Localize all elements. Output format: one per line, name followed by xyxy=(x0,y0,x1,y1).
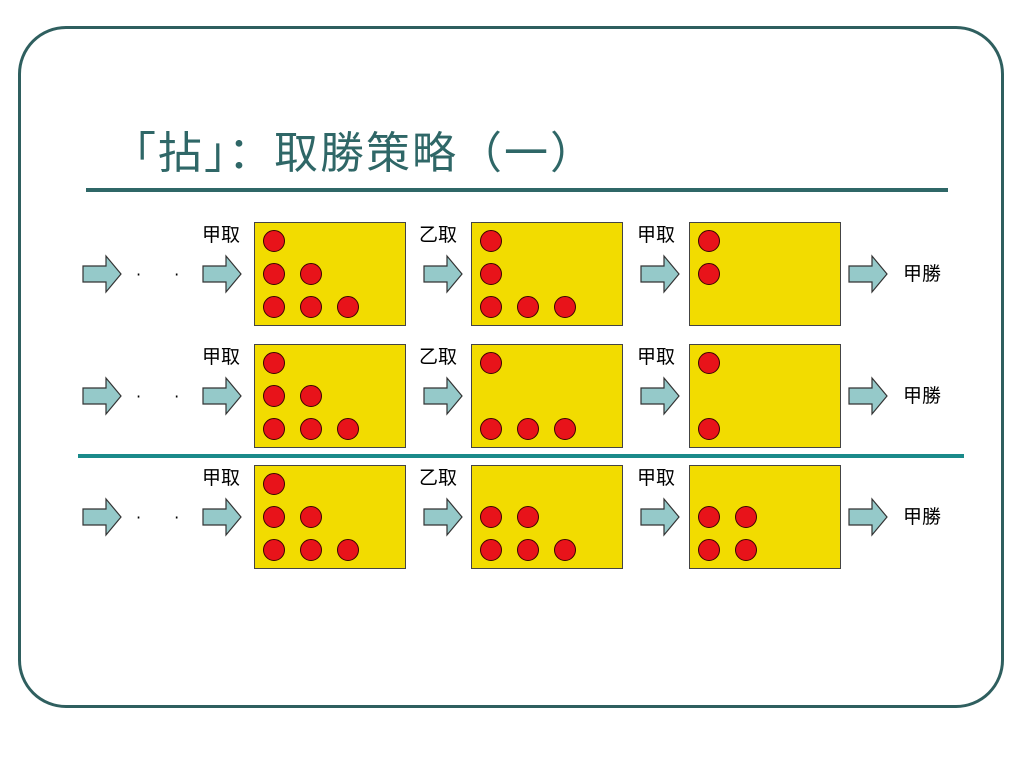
step-arrow-shape xyxy=(202,497,242,537)
stone xyxy=(263,473,285,495)
stone xyxy=(517,506,539,528)
stone xyxy=(554,539,576,561)
stone xyxy=(554,418,576,440)
stone xyxy=(337,296,359,318)
stone xyxy=(480,296,502,318)
move-label: 甲取 xyxy=(202,346,241,368)
pile-box xyxy=(254,222,406,326)
stone xyxy=(263,539,285,561)
ellipsis-dots: · · · xyxy=(136,265,232,284)
stone xyxy=(554,296,576,318)
lead-arrow xyxy=(82,254,122,294)
pile-box xyxy=(254,344,406,448)
result-arrow-shape xyxy=(848,376,888,416)
stone xyxy=(300,506,322,528)
stone xyxy=(698,418,720,440)
result-arrow xyxy=(848,376,888,416)
result-arrow-shape xyxy=(848,497,888,537)
stone xyxy=(517,296,539,318)
stone xyxy=(263,352,285,374)
step-arrow-shape xyxy=(423,497,463,537)
stone xyxy=(263,296,285,318)
pile-box xyxy=(689,465,841,569)
stone xyxy=(480,230,502,252)
stone xyxy=(263,506,285,528)
stone xyxy=(480,418,502,440)
result-label: 甲勝 xyxy=(903,385,942,407)
stone xyxy=(300,263,322,285)
stone xyxy=(480,506,502,528)
pile-box xyxy=(254,465,406,569)
title-underline xyxy=(86,188,948,192)
pile-box xyxy=(689,344,841,448)
stone xyxy=(480,263,502,285)
stone xyxy=(698,539,720,561)
result-label: 甲勝 xyxy=(903,263,942,285)
result-arrow xyxy=(848,254,888,294)
result-arrow xyxy=(848,497,888,537)
lead-arrow-shape xyxy=(82,497,122,537)
stone xyxy=(517,418,539,440)
move-label: 甲取 xyxy=(637,346,676,368)
step-arrow-shape xyxy=(423,254,463,294)
move-label: 甲取 xyxy=(637,224,676,246)
step-arrow xyxy=(423,497,463,537)
step-arrow-shape xyxy=(202,254,242,294)
pile-box xyxy=(471,344,623,448)
stone xyxy=(480,539,502,561)
stone xyxy=(300,418,322,440)
stone xyxy=(300,385,322,407)
result-arrow-shape xyxy=(848,254,888,294)
step-arrow xyxy=(423,376,463,416)
slide-title: 「拈」：取勝策略（一） xyxy=(112,128,596,179)
stone xyxy=(263,263,285,285)
move-label: 甲取 xyxy=(637,467,676,489)
stone xyxy=(263,418,285,440)
step-arrow xyxy=(423,254,463,294)
stone xyxy=(735,539,757,561)
stone xyxy=(698,506,720,528)
row-divider xyxy=(78,454,964,458)
result-label: 甲勝 xyxy=(903,506,942,528)
step-arrow xyxy=(640,376,680,416)
move-label: 乙取 xyxy=(419,467,458,489)
stone xyxy=(517,539,539,561)
move-label: 甲取 xyxy=(202,224,241,246)
stone xyxy=(263,385,285,407)
stone xyxy=(698,352,720,374)
stone xyxy=(698,263,720,285)
step-arrow-shape xyxy=(640,254,680,294)
lead-arrow-shape xyxy=(82,254,122,294)
slide-frame xyxy=(18,26,1004,708)
stone xyxy=(300,296,322,318)
step-arrow-shape xyxy=(640,376,680,416)
step-arrow xyxy=(640,254,680,294)
step-arrow xyxy=(640,497,680,537)
stone xyxy=(337,539,359,561)
step-arrow-shape xyxy=(640,497,680,537)
stone xyxy=(735,506,757,528)
step-arrow-shape xyxy=(423,376,463,416)
lead-arrow-shape xyxy=(82,376,122,416)
lead-arrow xyxy=(82,497,122,537)
lead-arrow xyxy=(82,376,122,416)
move-label: 甲取 xyxy=(202,467,241,489)
pile-box xyxy=(689,222,841,326)
stone xyxy=(263,230,285,252)
stone xyxy=(337,418,359,440)
ellipsis-dots: · · · xyxy=(136,508,232,527)
move-label: 乙取 xyxy=(419,346,458,368)
stone xyxy=(480,352,502,374)
pile-box xyxy=(471,465,623,569)
step-arrow xyxy=(202,254,242,294)
step-arrow xyxy=(202,376,242,416)
pile-box xyxy=(471,222,623,326)
stone xyxy=(698,230,720,252)
step-arrow-shape xyxy=(202,376,242,416)
ellipsis-dots: · · · xyxy=(136,387,232,406)
step-arrow xyxy=(202,497,242,537)
move-label: 乙取 xyxy=(419,224,458,246)
stone xyxy=(300,539,322,561)
